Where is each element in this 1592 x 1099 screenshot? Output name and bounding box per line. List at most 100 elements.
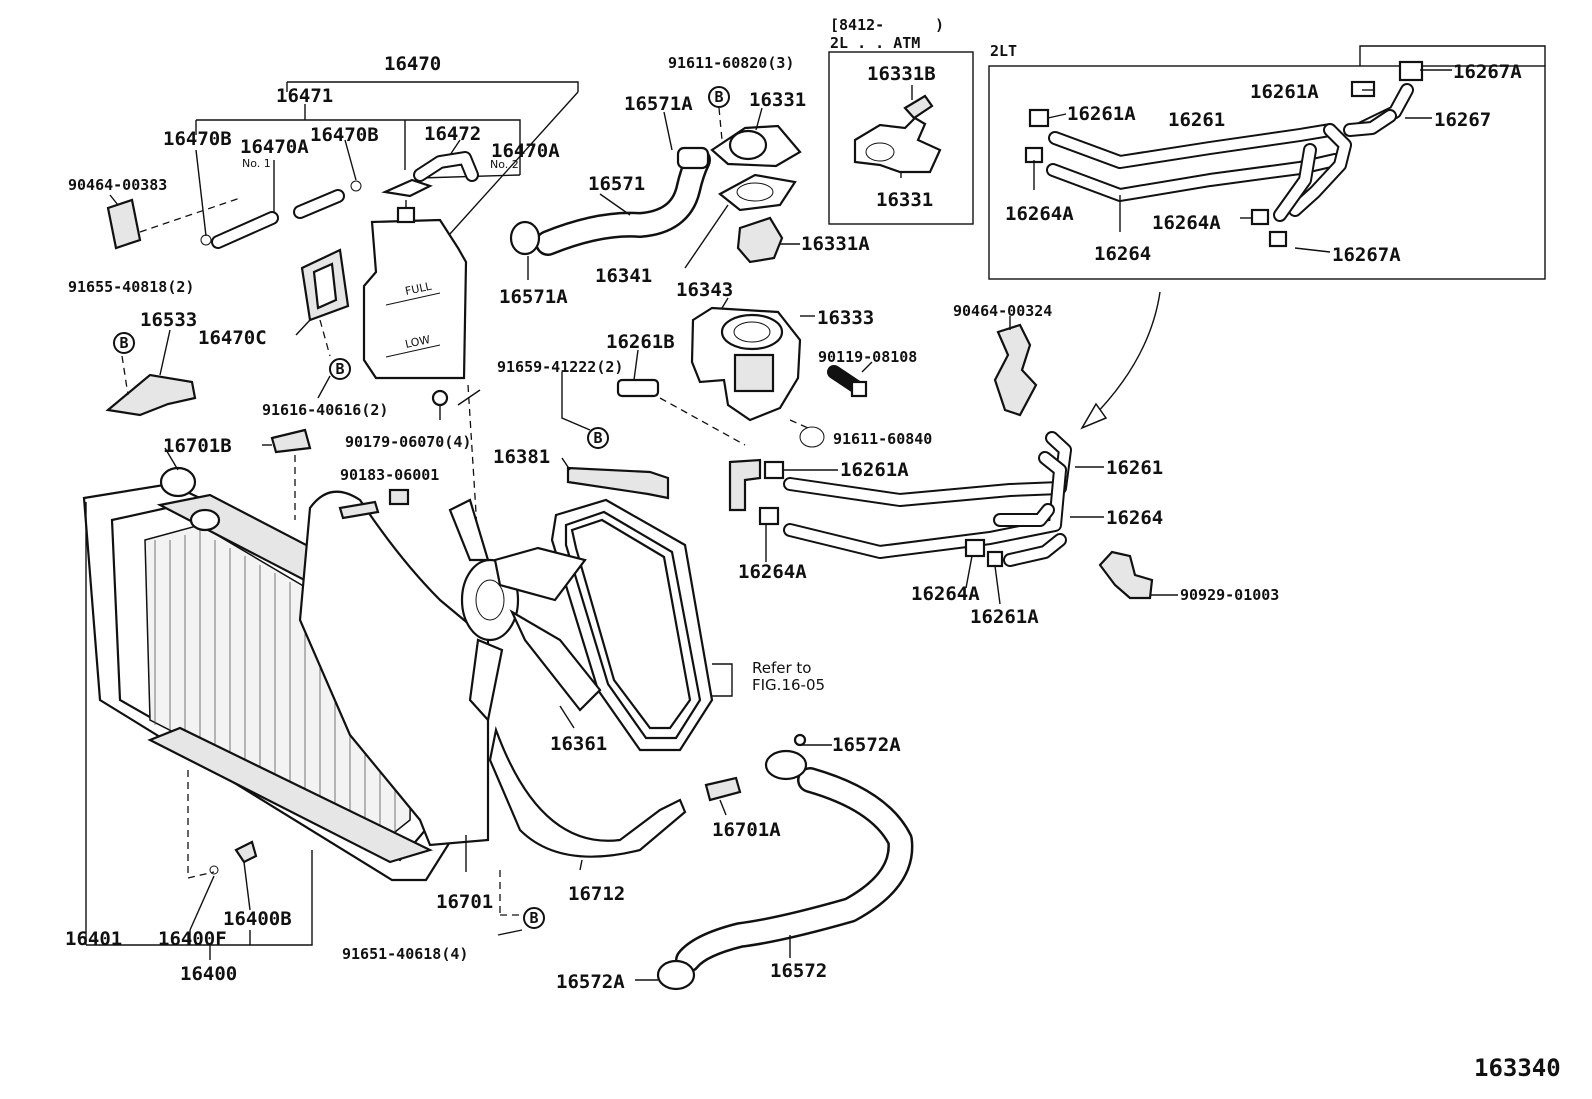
- hose-clamp-bottom: [656, 959, 696, 991]
- label-16331A: 16331A: [801, 233, 870, 255]
- svg-text:FULL: FULL: [404, 279, 434, 297]
- gasket: [718, 173, 797, 212]
- label-16261A-low: 16261A: [970, 606, 1039, 628]
- radiator-cap: [159, 466, 197, 498]
- label-16261A-box1: 16261A: [1067, 103, 1136, 125]
- label-16470B-right: 16470B: [310, 124, 379, 146]
- refer-note-line2: FIG.16-05: [752, 676, 825, 694]
- variant-box-2l-atm: [8412- ) 2L . . ATM 16331B 16331: [828, 16, 974, 225]
- label-91659-41222: 91659-41222(2): [497, 358, 623, 376]
- clip-16267A-bot: [1268, 230, 1288, 248]
- bracket-90929-01003: [1098, 550, 1154, 600]
- label-16331-box: 16331: [876, 189, 933, 211]
- bolt-circle-91651: B: [523, 907, 545, 929]
- label-16361: 16361: [550, 733, 607, 755]
- reservoir-tank-group: FULL LOW: [105, 81, 579, 417]
- label-90929-01003: 90929-01003: [1180, 586, 1279, 604]
- fan-blade-4: [448, 498, 490, 562]
- label-90183-06001: 90183-06001: [340, 466, 439, 484]
- label-16712: 16712: [568, 883, 625, 905]
- label-16267A-bot: 16267A: [1332, 244, 1401, 266]
- label-16267: 16267: [1434, 109, 1491, 131]
- label-90119-08108: 90119-08108: [818, 348, 917, 366]
- label-91611-60820: 91611-60820(3): [668, 54, 794, 72]
- clip-16264A-box: [1024, 146, 1044, 164]
- label-16470A-left: 16470A: [240, 136, 309, 158]
- fan-and-belt-group: [448, 498, 733, 752]
- label-91651-40618: 91651-40618(4): [342, 945, 468, 963]
- label-16571A-top: 16571A: [624, 93, 693, 115]
- svg-text:B: B: [714, 88, 723, 106]
- water-inlet-housing-group: [616, 297, 873, 448]
- radiator-filler-neck: [189, 508, 221, 532]
- radiator-lower-tank: [147, 726, 434, 864]
- label-16381: 16381: [493, 446, 550, 468]
- label-16533: 16533: [140, 309, 197, 331]
- fan-shroud-upper: [298, 490, 490, 847]
- label-16571: 16571: [588, 173, 645, 195]
- fan-shroud-group: [262, 384, 742, 936]
- variant-box-header: [8412-: [830, 16, 884, 34]
- label-16261A-mid: 16261A: [840, 459, 909, 481]
- shroud-clip-16701B: [270, 428, 312, 454]
- drain-cock-plug: [234, 840, 258, 864]
- stay-16533: [105, 373, 197, 417]
- label-16572A-top: 16572A: [832, 734, 901, 756]
- label-16264A-box2: 16264A: [1152, 212, 1221, 234]
- clip-16261A-box: [1028, 108, 1050, 128]
- bolt-circle-91616: B: [329, 358, 351, 380]
- clip-16264A-box2: [1250, 208, 1270, 226]
- retainer-90183: [388, 488, 410, 506]
- variant-arrow: [1089, 291, 1161, 421]
- label-16261-mid: 16261: [1106, 457, 1163, 479]
- bolt-circle-91611-60820: B: [708, 86, 730, 108]
- label-16341: 16341: [595, 265, 652, 287]
- label-16471: 16471: [276, 85, 333, 107]
- fan-blade-2: [509, 609, 602, 712]
- label-16400F: 16400F: [158, 928, 227, 950]
- label-16264A-box1: 16264A: [1005, 203, 1074, 225]
- clip-16261A-top: [1350, 80, 1376, 98]
- label-16333: 16333: [817, 307, 874, 329]
- label-16264A-low: 16264A: [911, 583, 980, 605]
- svg-text:B: B: [593, 429, 602, 447]
- fan-shroud-lower: [488, 725, 687, 858]
- label-16331B: 16331B: [867, 63, 936, 85]
- label-16261-box: 16261: [1168, 109, 1225, 131]
- label-16261B: 16261B: [606, 331, 675, 353]
- union-fitting: [728, 458, 762, 512]
- figure-number: 163340: [1474, 1054, 1561, 1082]
- water-outlet-part-box: [853, 116, 942, 174]
- label-91616-40616: 91616-40616(2): [262, 401, 388, 419]
- shroud-clip-16701A: [704, 776, 742, 802]
- label-no2: No. 2: [490, 158, 519, 171]
- label-16267A-top: 16267A: [1453, 61, 1522, 83]
- label-16470A-right: 16470A: [491, 140, 560, 162]
- refer-note-line1: Refer to: [752, 659, 811, 677]
- svg-text:B: B: [119, 334, 128, 352]
- label-16701: 16701: [436, 891, 493, 913]
- upper-radiator-hose-group: [509, 107, 802, 280]
- variant-box-header-end: ): [935, 16, 944, 34]
- label-16701B: 16701B: [163, 435, 232, 457]
- lower-radiator-hose-group: [635, 733, 914, 991]
- bypass-pipe-group: [728, 316, 1178, 605]
- lt-variant-box: 2LT 16267A 16261A 16261A 16261 16267 162…: [988, 42, 1546, 280]
- label-90179-06070: 90179-06070(4): [345, 433, 471, 451]
- variant-box-condition: 2L . . ATM: [830, 34, 920, 52]
- svg-text:B: B: [529, 909, 538, 927]
- bolt-circle-91655: B: [113, 332, 135, 354]
- label-16470B-left: 16470B: [163, 128, 232, 150]
- lt-box-label: 2LT: [990, 42, 1017, 60]
- bolt-circle-91659: B: [587, 427, 609, 449]
- label-16343: 16343: [676, 279, 733, 301]
- label-16572A-bottom: 16572A: [556, 971, 625, 993]
- svg-text:B: B: [335, 360, 344, 378]
- label-16264-box: 16264: [1094, 243, 1151, 265]
- label-16401: 16401: [65, 928, 122, 950]
- label-16264-mid: 16264: [1106, 507, 1163, 529]
- label-16572: 16572: [770, 960, 827, 982]
- label-16571A-bottom: 16571A: [499, 286, 568, 308]
- label-no1: No. 1: [242, 157, 271, 170]
